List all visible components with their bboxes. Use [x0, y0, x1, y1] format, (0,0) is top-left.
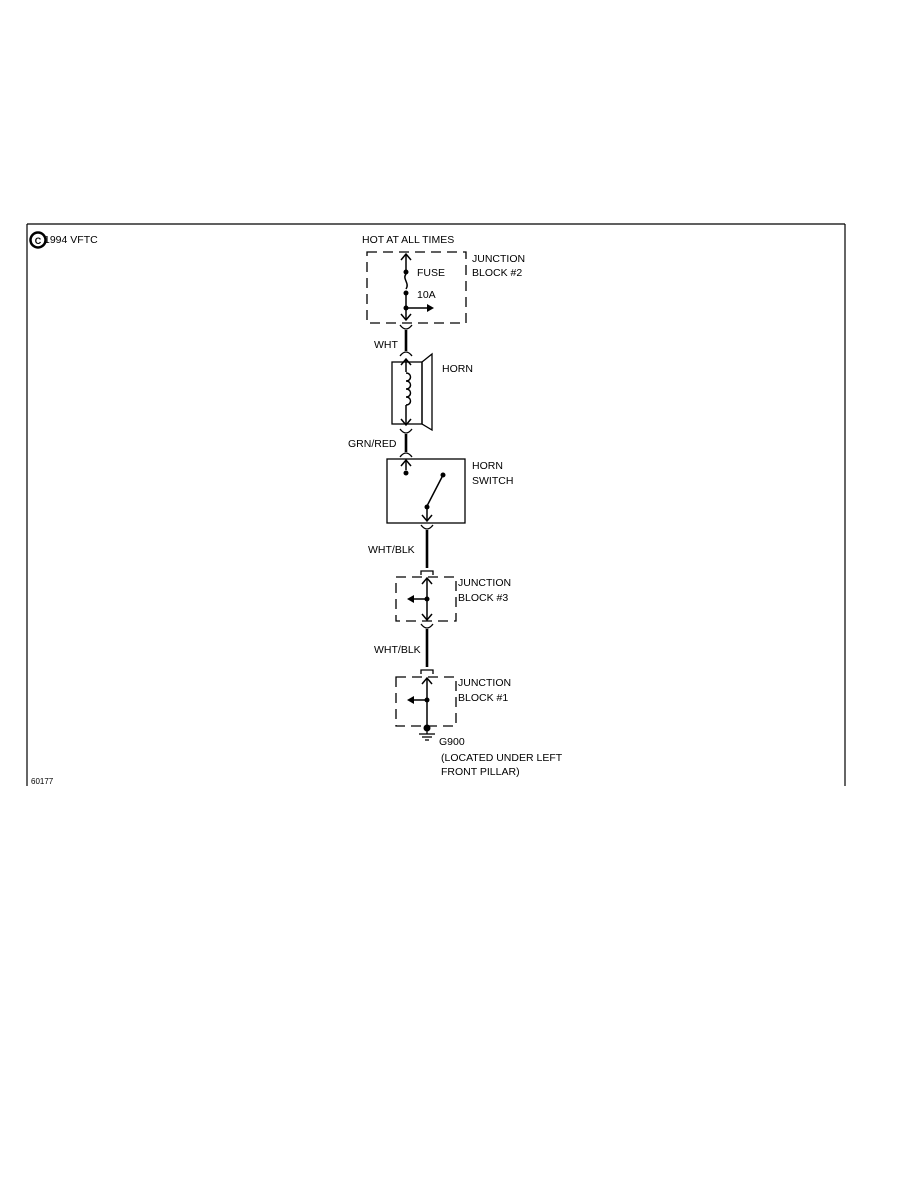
horn-body — [391, 361, 423, 425]
junction-block-2-outline — [366, 251, 467, 324]
ground-terminal — [423, 724, 431, 732]
diagram-frame — [26, 223, 846, 786]
copyright-symbol: C — [35, 236, 42, 246]
ground-id: G900 — [439, 736, 465, 748]
junction-block-3-outline — [395, 576, 457, 622]
fuse-terminal-top — [403, 269, 409, 275]
junction-block-1-label-line2: BLOCK #1 — [458, 692, 508, 704]
junction-block-2-node — [403, 305, 409, 311]
ground-location-line1: (LOCATED UNDER LEFT — [441, 752, 563, 764]
wire-label-wht-blk-1: WHT/BLK — [368, 544, 415, 556]
junction-block-3-label-line1: JUNCTION — [458, 577, 511, 589]
ground-icon — [419, 731, 435, 741]
junction-block-1-outline — [395, 676, 457, 727]
junction-block-3-node — [424, 596, 430, 602]
junction-block-1-branch-arrow — [407, 696, 414, 704]
switch-contact-arm — [426, 476, 443, 507]
power-source-label: HOT AT ALL TIMES — [362, 234, 454, 246]
switch-terminal-fixed — [403, 470, 409, 476]
junction-block-3-label-line2: BLOCK #3 — [458, 592, 508, 604]
fuse-terminal-bottom — [403, 290, 409, 296]
junction-block-1: JUNCTION BLOCK #1 — [395, 676, 511, 732]
horn-switch-body — [386, 458, 466, 524]
junction-block-2-label-line2: BLOCK #2 — [472, 267, 522, 279]
junction-block-3-branch-arrow — [407, 595, 414, 603]
wire-grn-red — [399, 428, 413, 458]
figure-number: 60177 — [31, 777, 54, 786]
horn-switch-label-line2: SWITCH — [472, 475, 513, 487]
wire-label-grn-red: GRN/RED — [348, 438, 397, 450]
fuse-rating: 10A — [417, 289, 436, 301]
horn-coil-icon — [405, 372, 412, 406]
horn-switch: HORN SWITCH — [386, 458, 513, 524]
horn-label: HORN — [442, 363, 473, 375]
switch-terminal-tip — [440, 472, 446, 478]
horn-bell — [421, 352, 433, 432]
junction-block-2-output-arrow — [427, 304, 434, 312]
wire-wht-blk-2 — [420, 623, 434, 674]
junction-block-1-node — [424, 697, 430, 703]
ground-location-line2: FRONT PILLAR) — [441, 766, 520, 778]
junction-block-2: JUNCTION BLOCK #2 FUSE 10A — [366, 251, 525, 324]
copyright-text: 1994 VFTC — [44, 234, 98, 246]
junction-block-1-label-line1: JUNCTION — [458, 677, 511, 689]
junction-block-2-label-line1: JUNCTION — [472, 253, 525, 265]
copyright-mark: C 1994 VFTC — [29, 231, 98, 249]
wire-label-wht: WHT — [374, 339, 398, 351]
junction-block-3: JUNCTION BLOCK #3 — [395, 576, 511, 622]
copyright-icon — [29, 231, 47, 249]
ground-g900: G900 (LOCATED UNDER LEFT FRONT PILLAR) — [419, 731, 563, 778]
wire-label-wht-blk-2: WHT/BLK — [374, 644, 421, 656]
switch-terminal-pivot — [424, 504, 430, 510]
horn: HORN — [391, 352, 473, 432]
wire-wht — [399, 324, 413, 357]
horn-switch-label-line1: HORN — [472, 460, 503, 472]
wire-wht-blk-1 — [420, 524, 434, 575]
fuse-label: FUSE — [417, 267, 445, 279]
